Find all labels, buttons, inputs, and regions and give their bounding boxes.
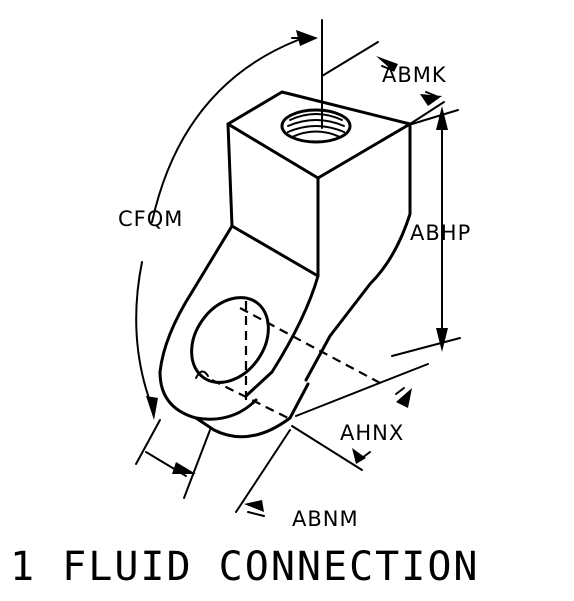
dimension-label-ahnx: AHNX — [340, 421, 404, 445]
eyelet-hole — [190, 296, 270, 384]
dimension-lines — [135, 19, 461, 517]
figure-caption: 1 FLUID CONNECTION — [10, 544, 479, 590]
dimension-label-abmk: ABMK — [382, 63, 447, 87]
threaded-hole — [280, 108, 352, 144]
dimension-label-abhp: ABHP — [410, 221, 471, 245]
arrowheads — [146, 30, 448, 512]
dimension-label-cfqm: CFQM — [118, 207, 183, 231]
dimension-label-abnm: ABNM — [292, 507, 359, 531]
hidden-lines — [211, 300, 383, 421]
part-body — [158, 90, 412, 439]
